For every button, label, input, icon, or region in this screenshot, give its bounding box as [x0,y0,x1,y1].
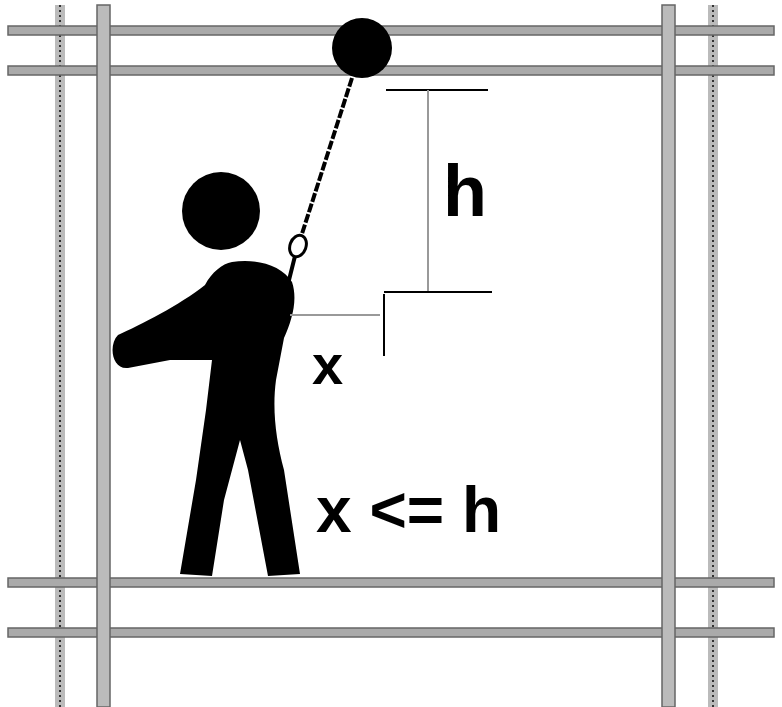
worker-figure [113,172,300,576]
anchor-point [332,18,392,78]
lanyard [300,78,352,240]
scaffold-pole [55,5,718,707]
dimension-label: x [312,337,343,393]
scaffold-pole [97,5,675,707]
scaffold-rail [8,26,774,637]
dimension-label: h [443,155,487,227]
rule-label: x <= h [316,478,501,542]
dimension-line [384,90,492,292]
snap-hook [287,233,310,259]
